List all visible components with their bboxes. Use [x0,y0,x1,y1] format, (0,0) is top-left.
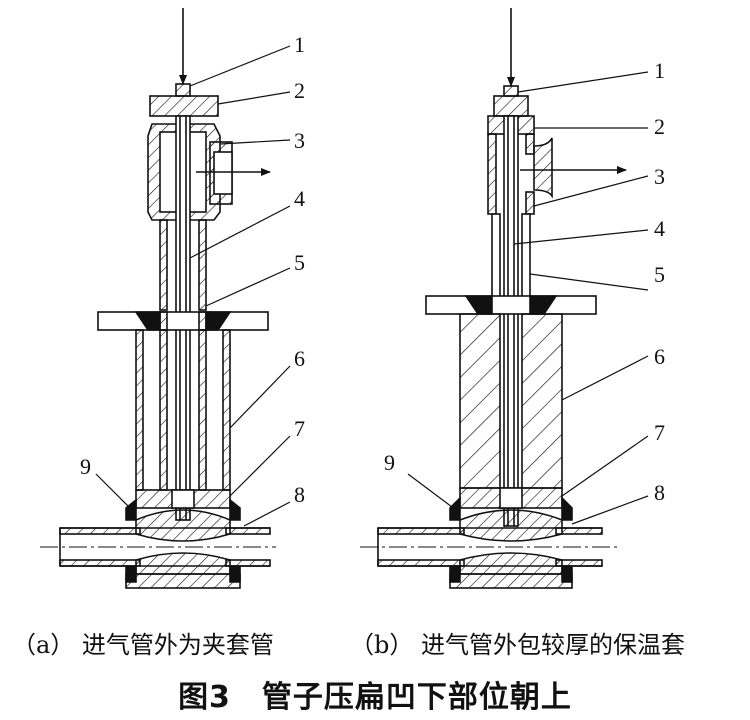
caption-a: （a） 进气管外为夹套管 [12,631,274,659]
label-a-9: 9 [80,454,91,479]
label-b-6: 6 [654,344,665,369]
label-a-4: 4 [294,186,305,211]
label-a-3: 3 [294,128,305,153]
caption-b: （b） 进气管外包较厚的保温套 [350,631,685,659]
label-a-7: 7 [294,416,305,441]
label-b-4: 4 [654,216,665,241]
label-b-1: 1 [654,58,665,83]
label-b-3: 3 [654,164,665,189]
label-b-7: 7 [654,420,665,445]
label-a-6: 6 [294,346,305,371]
labels-b: 1 2 3 4 5 6 7 8 9 [384,58,665,505]
label-a-5: 5 [294,250,305,275]
label-a-1: 1 [294,32,305,57]
label-a-8: 8 [294,482,305,507]
labels-a: 1 2 3 4 5 6 7 8 9 [80,32,305,507]
label-a-2: 2 [294,78,305,103]
diagram-a [40,8,291,589]
figure-title: 图3 管子压扁凹下部位朝上 [178,680,572,715]
label-b-9: 9 [384,450,395,475]
label-b-2: 2 [654,114,665,139]
label-b-5: 5 [654,262,665,287]
diagram-b [360,8,649,589]
label-b-8: 8 [654,480,665,505]
